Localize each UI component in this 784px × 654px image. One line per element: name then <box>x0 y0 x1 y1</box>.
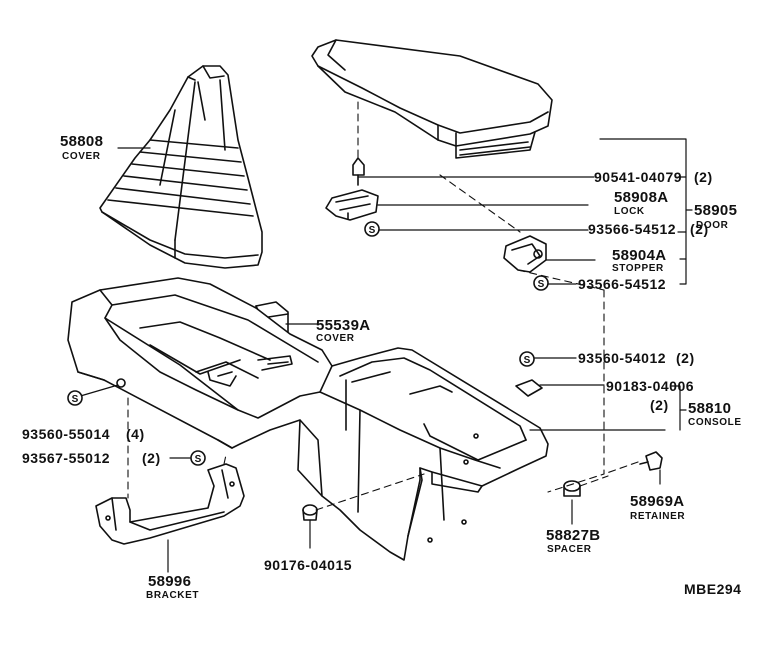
part-number-58905: 58905 <box>694 202 738 219</box>
part-name-lock: LOCK <box>614 206 645 217</box>
screw-symbols <box>67 221 549 466</box>
part-qty-93560-55014: (4) <box>126 426 145 442</box>
part-name-spacer: SPACER <box>547 544 592 555</box>
part-name-console: CONSOLE <box>688 417 742 428</box>
lock-part <box>325 189 379 221</box>
part-number-58908a: 58908A <box>614 189 669 206</box>
part-number-58810: 58810 <box>688 400 732 417</box>
screw-symbol-letter: S <box>524 355 531 366</box>
screw-symbol-letter: S <box>538 279 545 290</box>
part-qty-90183: (2) <box>650 397 669 413</box>
bolt-90541 <box>352 157 365 186</box>
diagram-code: MBE294 <box>684 581 742 597</box>
clip-90183 <box>515 379 543 397</box>
dashed-assembly-lines <box>127 101 639 511</box>
part-number-90176: 90176-04015 <box>264 557 353 573</box>
part-number-58996: 58996 <box>148 573 192 590</box>
stopper-part <box>503 235 547 273</box>
clip-90176 <box>302 504 318 521</box>
part-name-bracket: BRACKET <box>146 590 200 601</box>
part-number-58969a: 58969A <box>630 493 685 510</box>
part-number-93567: 93567-55012 <box>22 450 111 466</box>
retainer-part <box>639 451 663 471</box>
screw-symbol-letter: S <box>195 454 202 465</box>
part-name-retainer: RETAINER <box>630 511 686 522</box>
armrest-door <box>311 39 553 159</box>
part-number-93560-54012: 93560-54012 <box>578 350 667 366</box>
screw-symbol-letters: S S S S S <box>72 225 545 465</box>
part-qty-93566-top: (2) <box>690 221 709 237</box>
part-number-90183: 90183-04006 <box>606 378 695 394</box>
part-qty-93567: (2) <box>142 450 161 466</box>
screw-symbol-letter: S <box>369 225 376 236</box>
screw-symbol-letter: S <box>72 394 79 405</box>
part-qty-93560-54012: (2) <box>676 350 695 366</box>
part-number-93560-55014: 93560-55014 <box>22 426 111 442</box>
part-qty-90541: (2) <box>694 169 713 185</box>
part-name-stopper: STOPPER <box>612 263 664 274</box>
part-number-93566-bottom: 93566-54512 <box>578 276 667 292</box>
bracket-part <box>95 463 245 545</box>
part-name-door: DOOR <box>696 220 729 231</box>
part-number-55539a: 55539A <box>316 317 371 334</box>
part-number-58904a: 58904A <box>612 247 667 264</box>
console-body <box>67 277 549 561</box>
part-number-90541: 90541-04079 <box>594 169 683 185</box>
shift-boot-cover <box>99 65 263 269</box>
spacer-part <box>563 480 581 497</box>
part-name-cover-small: COVER <box>316 333 355 344</box>
part-number-58827b: 58827B <box>546 527 601 544</box>
part-number-58808: 58808 <box>60 133 104 150</box>
part-name-cover: COVER <box>62 151 101 162</box>
leader-lines <box>76 138 693 573</box>
part-number-93566-top: 93566-54512 <box>588 221 677 237</box>
